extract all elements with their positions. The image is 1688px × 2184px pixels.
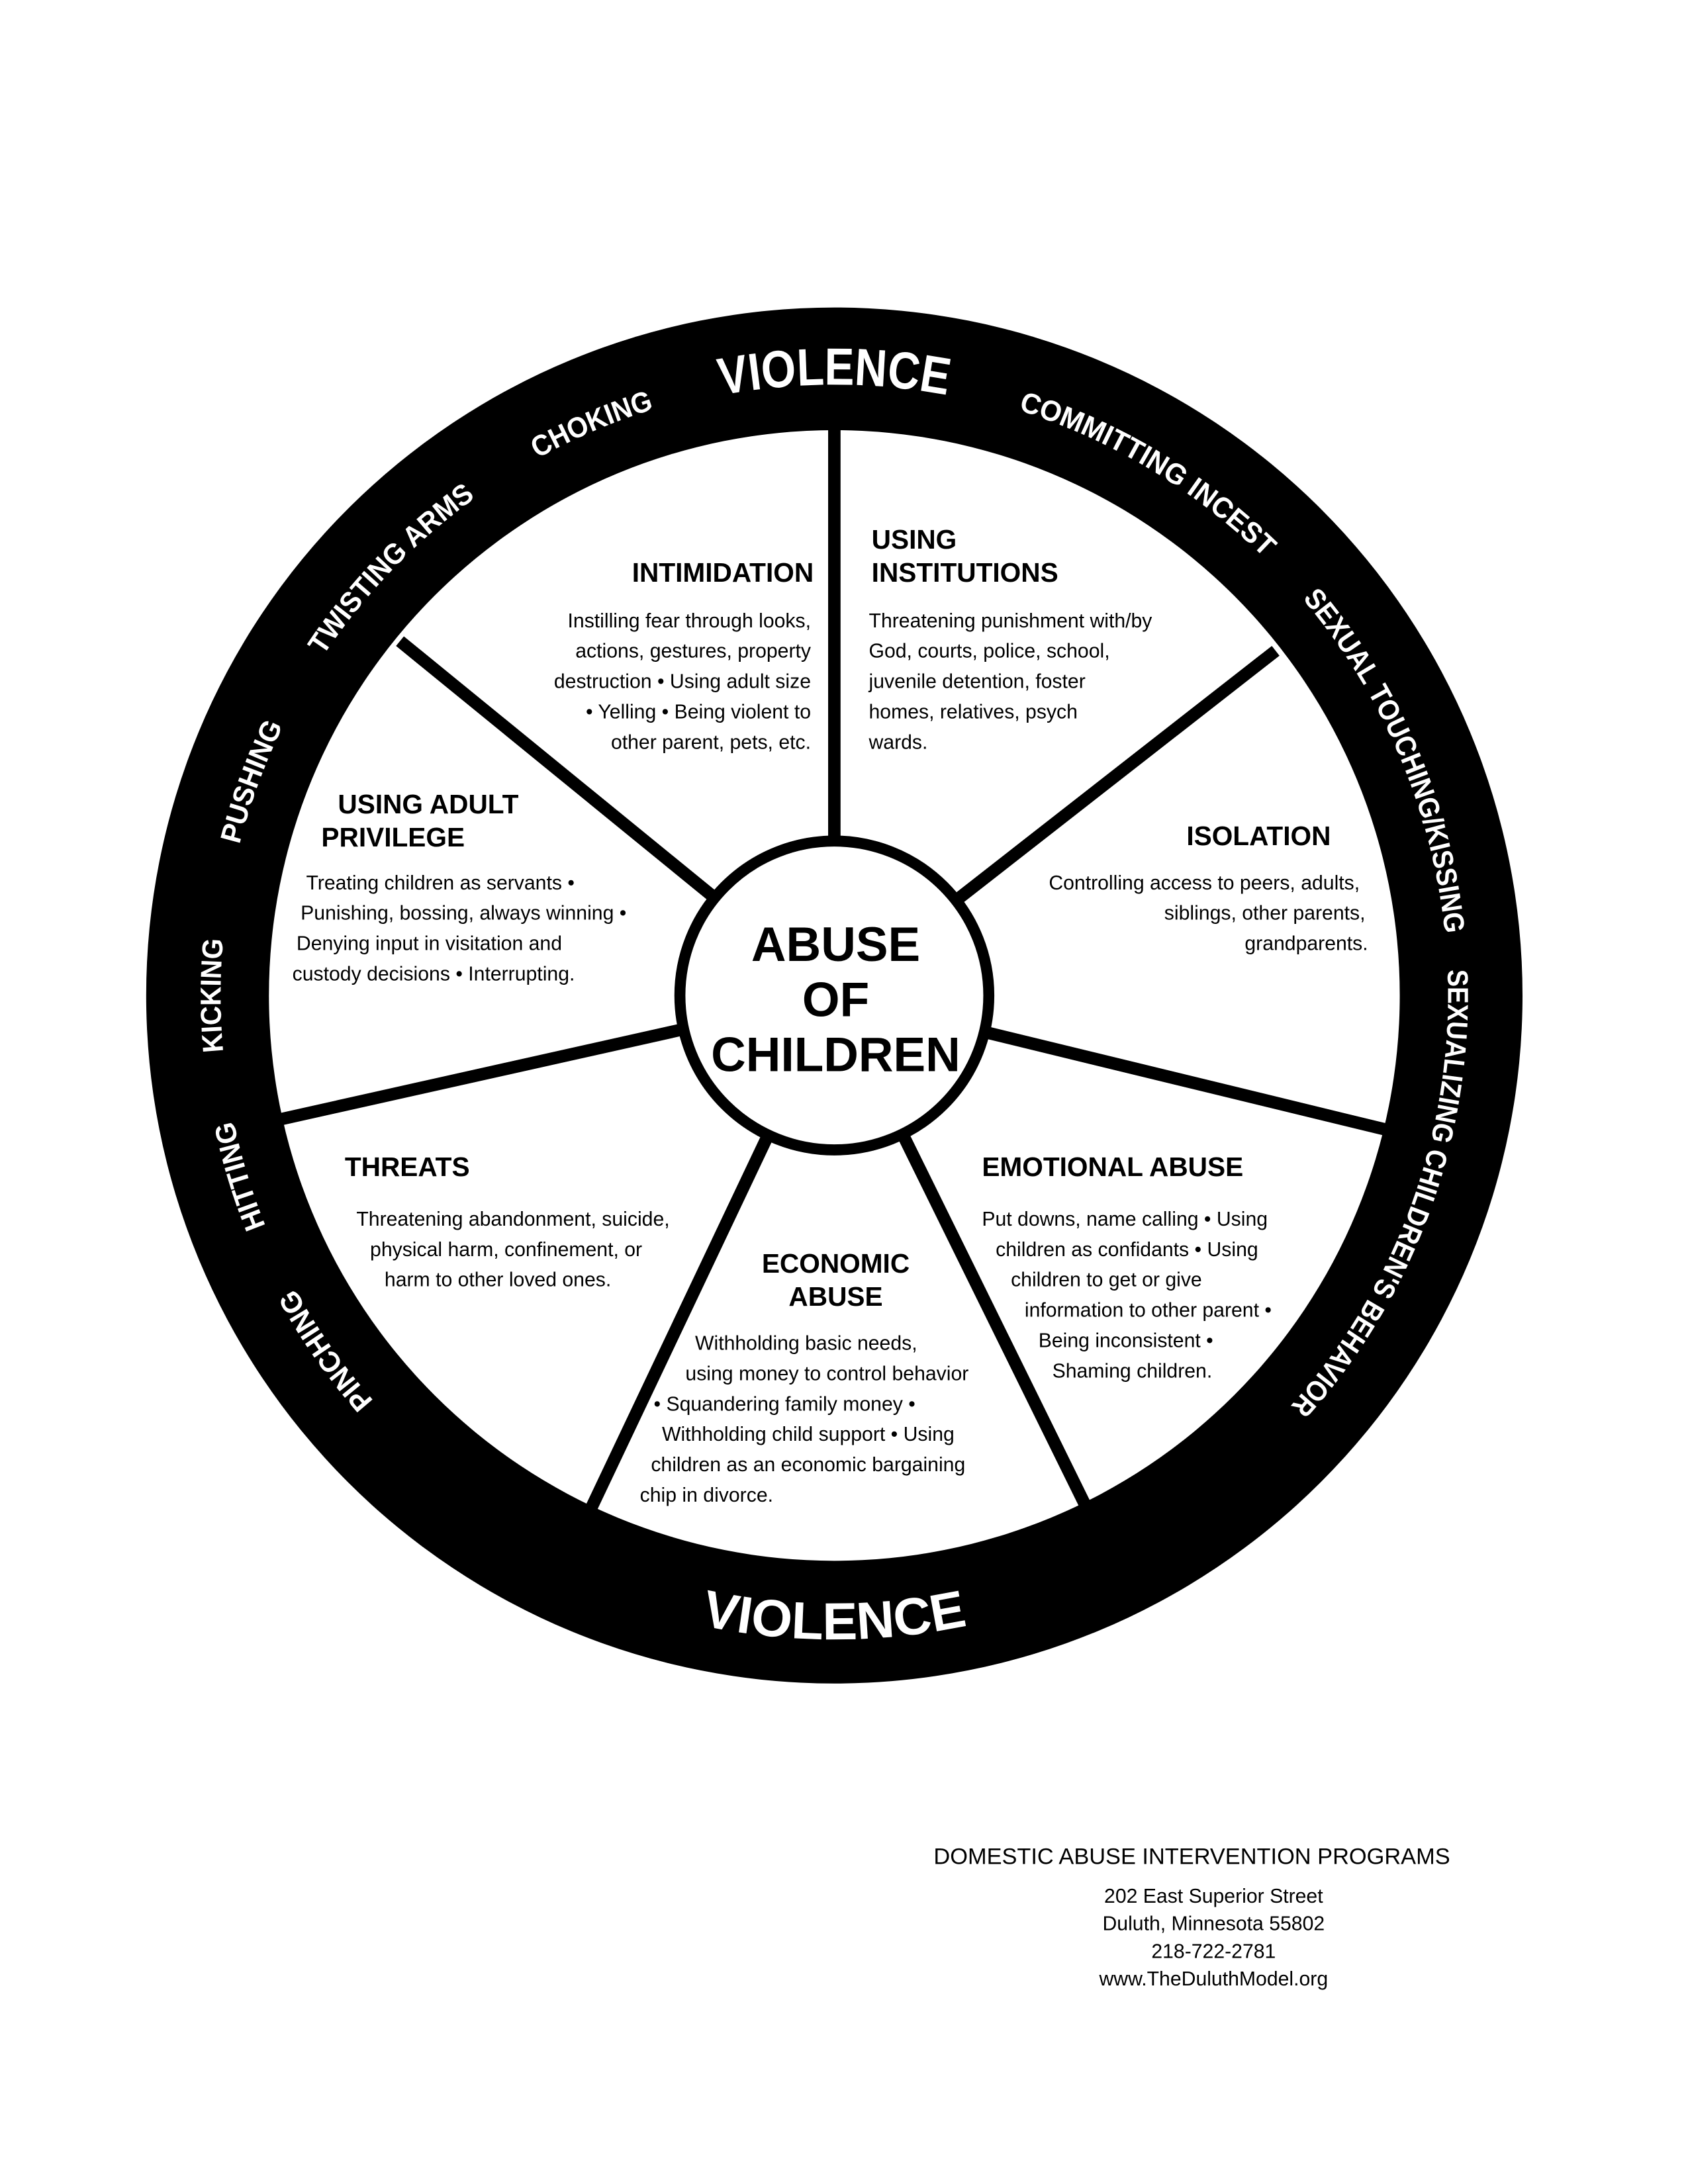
section-title: EMOTIONAL ABUSE (982, 1152, 1243, 1182)
section-text: Being inconsistent • (1039, 1330, 1213, 1351)
section-using-institutions: USING INSTITUTIONS Threatening punishmen… (868, 524, 1153, 753)
section-text: God, courts, police, school, (869, 641, 1110, 662)
section-text: siblings, other parents, (1164, 903, 1366, 925)
section-text: children as an economic bargaining (651, 1454, 965, 1476)
section-text: using money to control behavior (685, 1363, 968, 1385)
section-text: Denying input in visitation and (297, 933, 562, 954)
section-text: grandparents. (1244, 933, 1368, 954)
section-title: ECONOMIC (762, 1248, 910, 1279)
center-label-line: ABUSE (751, 918, 920, 972)
section-text: children as confidants • Using (996, 1239, 1258, 1261)
section-text: wards. (868, 731, 928, 753)
section-text: Threatening abandonment, suicide, (356, 1208, 669, 1230)
center-label-line: CHILDREN (711, 1028, 961, 1082)
center-hub (674, 835, 995, 1156)
ring-violence-top: VIOLENCE (714, 337, 955, 406)
section-title: INTIMIDATION (632, 557, 814, 588)
section-text: physical harm, confinement, or (370, 1239, 642, 1261)
section-text: harm to other loved ones. (385, 1269, 611, 1291)
section-text: • Yelling • Being violent to (586, 701, 811, 723)
section-text: Controlling access to peers, adults, (1049, 872, 1360, 894)
section-text: Shaming children. (1053, 1360, 1213, 1382)
section-text: Put downs, name calling • Using (982, 1208, 1268, 1230)
footer: DOMESTIC ABUSE INTERVENTION PROGRAMS 202… (933, 1844, 1450, 1990)
section-emotional-abuse: EMOTIONAL ABUSE Put downs, name calling … (982, 1152, 1272, 1382)
footer-city: Duluth, Minnesota 55802 (1103, 1913, 1325, 1935)
section-title: PRIVILEGE (321, 822, 465, 852)
section-text: Withholding basic needs, (695, 1333, 917, 1355)
section-economic-abuse: ECONOMIC ABUSE Withholding basic needs, … (640, 1248, 969, 1506)
section-text: chip in divorce. (640, 1484, 773, 1506)
section-text: homes, relatives, psych (869, 701, 1078, 723)
section-title: USING ADULT (338, 789, 518, 819)
section-text: Punishing, bossing, always winning • (301, 903, 626, 925)
section-text: Treating children as servants • (306, 872, 575, 894)
section-title: THREATS (345, 1152, 470, 1182)
section-using-adult-privilege: USING ADULT PRIVILEGE Treating children … (293, 789, 627, 985)
section-text: other parent, pets, etc. (611, 731, 811, 753)
section-text: • Squandering family money • (654, 1393, 915, 1415)
footer-org: DOMESTIC ABUSE INTERVENTION PROGRAMS (933, 1844, 1450, 1870)
footer-website: www.TheDuluthModel.org (1099, 1968, 1329, 1990)
section-intimidation: INTIMIDATION Instilling fear through loo… (554, 557, 814, 753)
center-label: ABUSE OF CHILDREN (711, 918, 961, 1082)
section-title: ABUSE (788, 1281, 882, 1312)
footer-phone: 218-722-2781 (1151, 1940, 1276, 1962)
section-text: custody decisions • Interrupting. (293, 963, 575, 985)
section-text: destruction • Using adult size (554, 671, 811, 693)
section-text: information to other parent • (1025, 1300, 1272, 1322)
section-text: juvenile detention, foster (868, 671, 1086, 693)
section-title: USING (872, 524, 957, 555)
section-threats: THREATS Threatening abandonment, suicide… (345, 1152, 670, 1291)
section-title: INSTITUTIONS (872, 557, 1058, 588)
section-isolation: ISOLATION Controlling access to peers, a… (1049, 821, 1368, 954)
section-text: actions, gestures, property (575, 641, 812, 662)
center-label-line: OF (802, 973, 869, 1026)
section-text: children to get or give (1011, 1269, 1202, 1291)
section-text: Withholding child support • Using (662, 1424, 955, 1445)
section-text: Instilling fear through looks, (568, 610, 811, 632)
section-title: ISOLATION (1186, 821, 1331, 851)
section-text: Threatening punishment with/by (869, 610, 1153, 632)
ring-word-kicking: KICKING (195, 937, 230, 1054)
footer-address: 202 East Superior Street (1104, 1886, 1323, 1907)
